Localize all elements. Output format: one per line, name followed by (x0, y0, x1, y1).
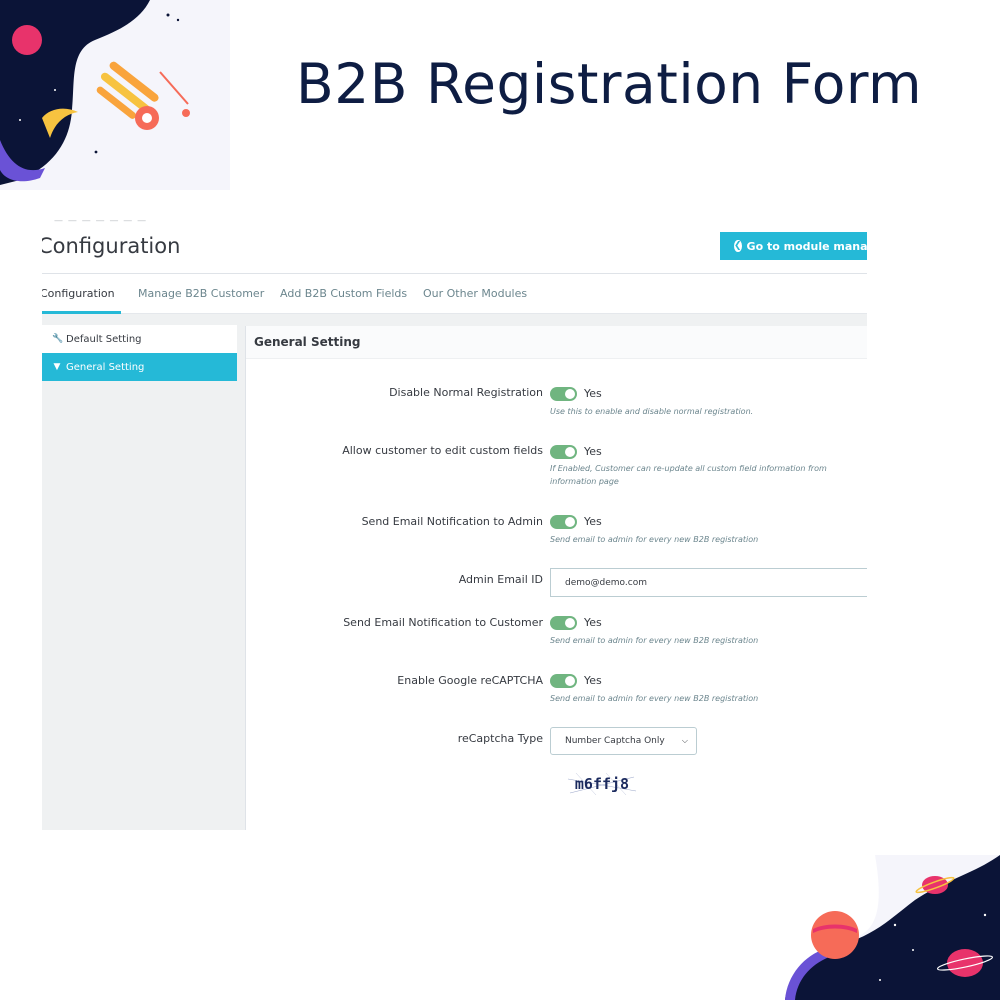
admin-email-input[interactable] (550, 568, 867, 597)
help-text: Send email to admin for every new B2B re… (550, 636, 759, 645)
admin-screenshot: — — — — — — — Configuration ❮ Go to modu… (42, 212, 867, 830)
disable-normal-registration-label: Disable Normal Registration (389, 386, 543, 399)
email-notification-customer-toggle[interactable] (550, 616, 577, 630)
panel-title: General Setting (246, 326, 867, 359)
toggle-value: Yes (584, 616, 602, 629)
tab-configuration[interactable]: Configuration (42, 287, 115, 300)
allow-edit-custom-fields-toggle[interactable] (550, 445, 577, 459)
tab-our-other-modules[interactable]: Our Other Modules (423, 287, 528, 300)
toggle-value: Yes (584, 445, 602, 458)
help-text: Send email to admin for every new B2B re… (550, 694, 759, 703)
sidebar-item-general-setting[interactable]: ▼ General Setting (42, 353, 237, 381)
disable-normal-registration-toggle[interactable] (550, 387, 577, 401)
enable-recaptcha-label: Enable Google reCAPTCHA (397, 674, 543, 687)
email-notification-customer-label: Send Email Notification to Customer (343, 616, 543, 629)
help-text: If Enabled, Customer can re-update all c… (550, 464, 827, 486)
email-notification-admin-label: Send Email Notification to Admin (361, 515, 543, 528)
sidebar-item-default-setting[interactable]: 🔧 Default Setting (42, 325, 237, 353)
space-illustration-top (0, 0, 230, 190)
tab-add-b2b-custom-fields[interactable]: Add B2B Custom Fields (280, 287, 408, 300)
enable-recaptcha-toggle[interactable] (550, 674, 577, 688)
wrench-icon: 🔧 (52, 334, 64, 344)
page-title: Configuration (42, 234, 181, 258)
toggle-value: Yes (584, 387, 602, 400)
space-illustration-bottom (785, 855, 1000, 1000)
help-text: Send email to admin for every new B2B re… (550, 535, 759, 544)
back-arrow-icon: ❮ (734, 240, 742, 252)
breadcrumb-faded: — — — — — — — (54, 216, 148, 226)
recaptcha-type-value: Number Captcha Only (565, 736, 665, 746)
go-to-module-manager-button[interactable]: ❮ Go to module manager (720, 232, 867, 260)
hero-title: B2B Registration Form (296, 52, 923, 116)
allow-edit-custom-fields-label: Allow customer to edit custom fields (342, 444, 543, 457)
general-setting-panel: General Setting Disable Normal Registrat… (245, 326, 867, 830)
chevron-down-icon: ⌵ (681, 736, 688, 745)
captcha-text: m6ffj8 (575, 775, 629, 793)
active-tab-indicator (42, 311, 121, 314)
toggle-value: Yes (584, 515, 602, 528)
sidebar-item-label: Default Setting (66, 333, 142, 345)
filter-icon: ▼ (53, 362, 61, 372)
admin-email-label: Admin Email ID (458, 573, 543, 586)
captcha-image: m6ffj8 (566, 771, 638, 797)
go-to-module-manager-label: Go to module manager (746, 239, 867, 253)
recaptcha-type-select[interactable]: Number Captcha Only ⌵ (550, 727, 697, 755)
settings-sidebar: 🔧 Default Setting ▼ General Setting (42, 325, 237, 381)
tab-bar: Configuration Manage B2B Customer Add B2… (42, 273, 867, 314)
tab-manage-b2b-customer[interactable]: Manage B2B Customer (138, 287, 265, 300)
email-notification-admin-toggle[interactable] (550, 515, 577, 529)
help-text: Use this to enable and disable normal re… (550, 407, 754, 416)
sidebar-item-label: General Setting (66, 361, 145, 373)
recaptcha-type-label: reCaptcha Type (457, 732, 543, 745)
toggle-value: Yes (584, 674, 602, 687)
